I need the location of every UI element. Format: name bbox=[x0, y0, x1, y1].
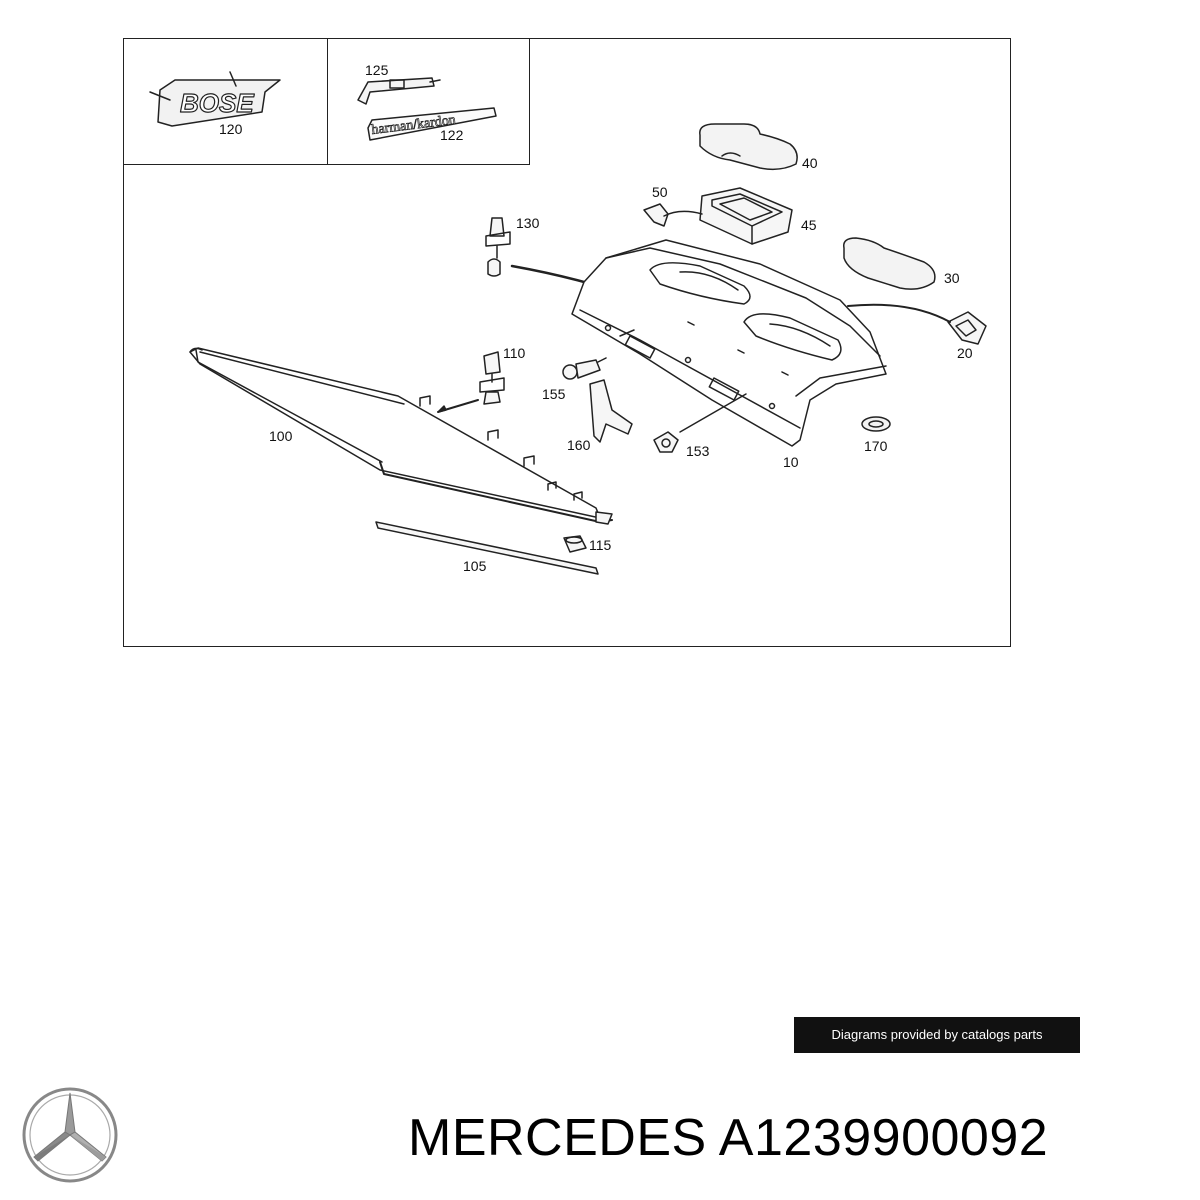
callout-130: 130 bbox=[516, 215, 540, 231]
part-40-cover bbox=[699, 123, 798, 171]
part-153-grommet bbox=[653, 431, 679, 453]
part-100-roller-blind bbox=[189, 347, 613, 525]
callout-160: 160 bbox=[567, 437, 591, 453]
callout-30: 30 bbox=[944, 270, 960, 286]
part-130-clip bbox=[485, 217, 511, 277]
part-number: A1239900092 bbox=[718, 1109, 1049, 1167]
part-30-cover bbox=[843, 237, 936, 290]
bose-emblem-inset bbox=[124, 39, 328, 165]
attribution-banner: Diagrams provided by catalogs parts bbox=[794, 1017, 1080, 1053]
leader-shelf-153 bbox=[679, 393, 747, 433]
diagram-frame bbox=[123, 38, 1011, 647]
leader-shelf-155 bbox=[619, 329, 635, 337]
callout-120: 120 bbox=[219, 121, 243, 137]
brand-part-heading: MERCEDES A1239900092 bbox=[408, 1108, 1048, 1168]
callout-40: 40 bbox=[802, 155, 818, 171]
harman-kardon-inset bbox=[328, 39, 530, 165]
bose-emblem: BOSE bbox=[149, 71, 281, 127]
part-170-plug bbox=[861, 416, 891, 432]
callout-105: 105 bbox=[463, 558, 487, 574]
part-105-strip bbox=[375, 521, 599, 575]
harman-bracket bbox=[357, 77, 441, 105]
mercedes-star-logo-icon bbox=[22, 1087, 118, 1183]
part-155-clip bbox=[562, 357, 607, 380]
part-10-parcel-shelf bbox=[571, 239, 887, 447]
callout-125: 125 bbox=[365, 62, 389, 78]
parts-drawing: BOSE harman/kardon bbox=[149, 71, 987, 575]
callout-155: 155 bbox=[542, 386, 566, 402]
harman-kardon-emblem: harman/kardon bbox=[367, 107, 497, 141]
callout-115: 115 bbox=[589, 537, 612, 553]
callout-20: 20 bbox=[957, 345, 973, 361]
bose-emblem-text: BOSE bbox=[180, 88, 254, 118]
brand-name: MERCEDES bbox=[408, 1109, 707, 1167]
part-45-box bbox=[699, 187, 793, 245]
part-160-bracket bbox=[589, 379, 633, 443]
callout-153: 153 bbox=[686, 443, 710, 459]
callout-10: 10 bbox=[783, 454, 799, 470]
callout-122: 122 bbox=[440, 127, 464, 143]
part-50-clip bbox=[643, 203, 669, 227]
callout-45: 45 bbox=[801, 217, 817, 233]
callout-110: 110 bbox=[503, 345, 526, 361]
callout-100: 100 bbox=[269, 428, 293, 444]
callout-170: 170 bbox=[864, 438, 888, 454]
leader-20 bbox=[847, 303, 951, 323]
callout-50: 50 bbox=[652, 184, 668, 200]
part-20 bbox=[947, 311, 987, 345]
part-115-grommet bbox=[563, 535, 587, 553]
part-110-clip bbox=[479, 351, 505, 405]
